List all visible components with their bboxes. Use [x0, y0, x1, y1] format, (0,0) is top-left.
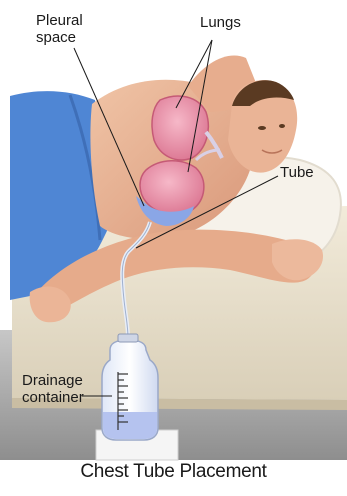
drainage-label-line2: container [22, 389, 84, 406]
figure-caption: Chest Tube Placement [0, 461, 347, 483]
drainage-container-label: Drainage container [22, 372, 84, 406]
lungs-label: Lungs [200, 14, 241, 31]
pleural-label-line1: Pleural [36, 12, 83, 29]
tube-label: Tube [280, 164, 314, 181]
pleural-label-line2: space [36, 29, 83, 46]
pleural-space-label: Pleural space [36, 12, 83, 46]
drainage-fluid [103, 412, 157, 439]
drainage-label-line1: Drainage [22, 372, 84, 389]
lower-lung [140, 161, 204, 214]
